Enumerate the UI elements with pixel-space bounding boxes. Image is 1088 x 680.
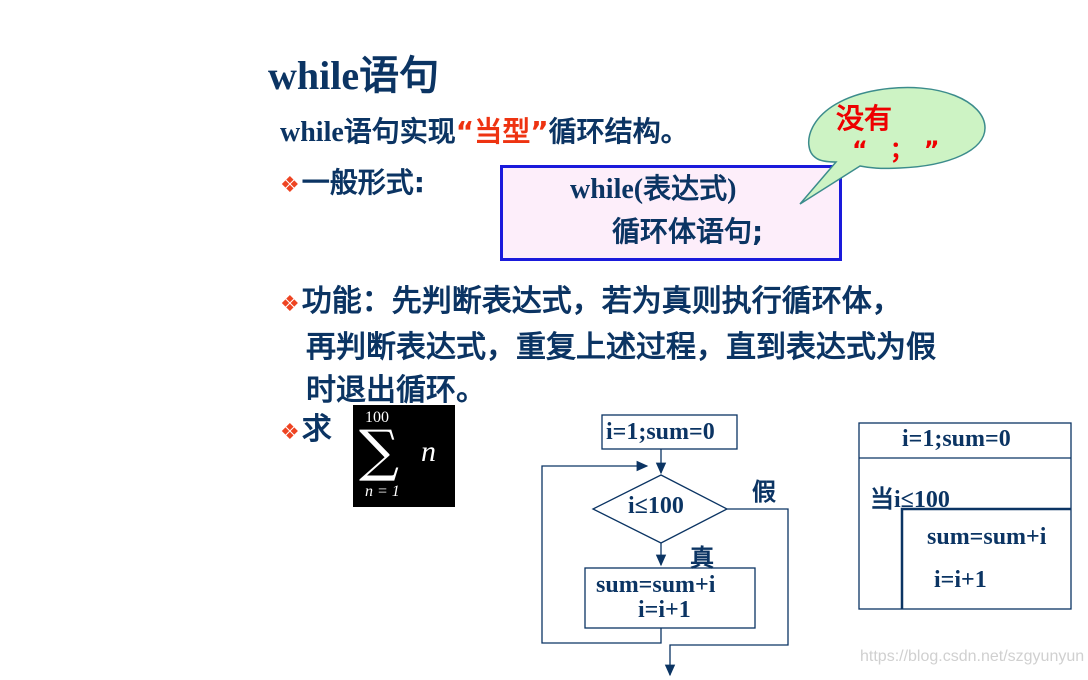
syntax-box xyxy=(500,165,842,261)
callout-bubble xyxy=(799,86,986,205)
diamond-cluster-icon: ❖ xyxy=(280,420,300,445)
sigma-icon: ∑ xyxy=(359,419,399,484)
sum-lower: n = 1 xyxy=(365,483,400,500)
flow-body-line-2: i=i+1 xyxy=(638,597,691,623)
title-keyword: while xyxy=(268,53,360,98)
ns-init: i=1;sum=0 xyxy=(902,426,1011,452)
intro-before: 语句实现 xyxy=(343,115,456,148)
diamond-cluster-icon: ❖ xyxy=(280,292,300,317)
compute-label: ❖求 xyxy=(280,410,332,453)
flow-true-label: 真 xyxy=(690,544,714,572)
function-line-2: 再判断表达式，重复上述过程，直到表达式为假 xyxy=(306,330,936,365)
sum-term: n xyxy=(421,435,436,468)
function-description: ❖功能：先判断表达式，若为真则执行循环体， 再判断表达式，重复上述过程，直到表达… xyxy=(280,280,1060,412)
ns-diagram xyxy=(858,422,1072,610)
diamond-cluster-icon: ❖ xyxy=(280,173,300,198)
syntax-line-1: while(表达式) xyxy=(570,174,737,205)
ns-loop-condition: 当i≤100 xyxy=(870,487,950,513)
general-form-label: ❖一般形式: xyxy=(280,163,425,206)
flow-body-line-1: sum=sum+i xyxy=(596,572,716,598)
ns-body-line-1: sum=sum+i xyxy=(927,524,1047,550)
sum-upper: 100 xyxy=(365,409,389,426)
syntax-line-2: 循环体语句; xyxy=(612,215,764,248)
flowchart xyxy=(541,414,789,677)
callout-semicolon: “；” xyxy=(852,136,962,164)
flow-false-label: 假 xyxy=(752,478,776,506)
callout-text: 没有 xyxy=(836,102,893,135)
general-form-text: 一般形式: xyxy=(301,166,425,199)
ns-body-line-2: i=i+1 xyxy=(934,567,987,593)
intro-line: while语句实现“当型”循环结构。 xyxy=(280,112,689,153)
intro-after: 循环结构。 xyxy=(548,115,689,148)
function-line-3: 时退出循环。 xyxy=(306,373,486,408)
summation-formula: 100 ∑ n n = 1 xyxy=(353,405,455,507)
flow-condition: i≤100 xyxy=(628,493,684,519)
intro-keyword: while xyxy=(280,117,344,148)
compute-text: 求 xyxy=(301,412,332,447)
watermark: https://blog.csdn.net/szgyunyun xyxy=(860,648,1085,665)
function-line-1: 功能：先判断表达式，若为真则执行循环体， xyxy=(301,284,902,319)
title-rest: 语句 xyxy=(359,53,440,99)
intro-quoted: “当型” xyxy=(455,115,549,148)
slide-title: while语句 xyxy=(268,48,439,104)
flow-init: i=1;sum=0 xyxy=(606,419,715,445)
